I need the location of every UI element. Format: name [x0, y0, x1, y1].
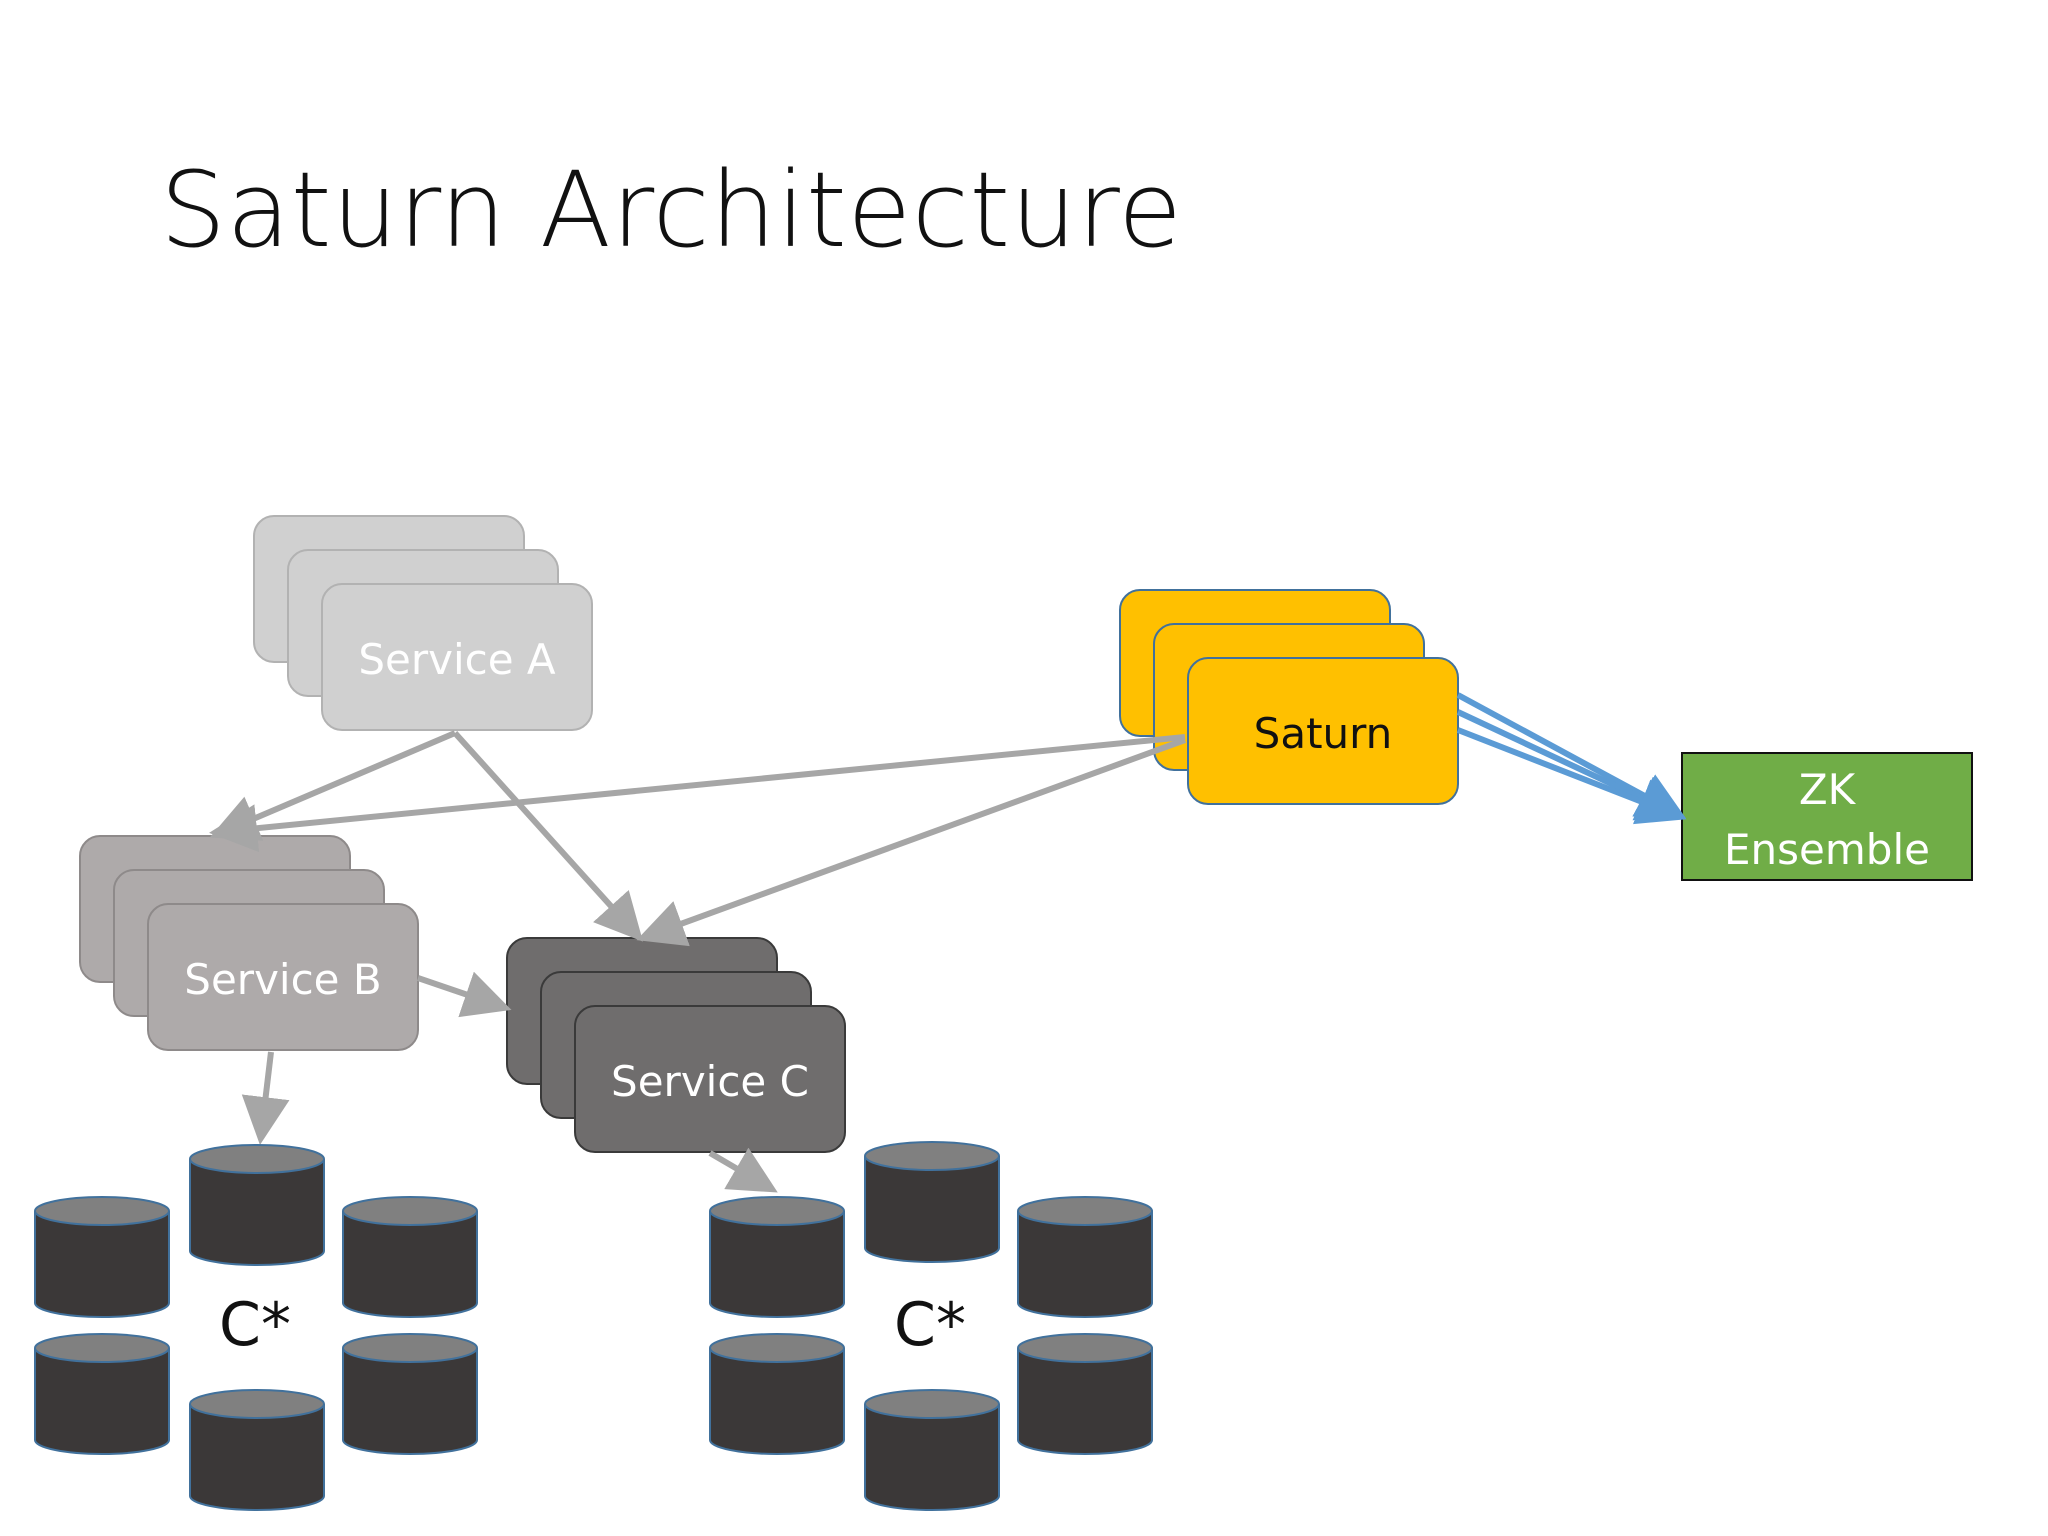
database-icon: [34, 1333, 170, 1455]
database-icon: [709, 1196, 845, 1318]
database-icon: [342, 1196, 478, 1318]
zk-ensemble-rect: [1681, 752, 1973, 881]
cassandra-cluster-right: C*: [709, 1141, 1153, 1511]
service-c-card-front: [574, 1005, 846, 1153]
service-a-card-front: [321, 583, 593, 731]
saturn-stack: Saturn: [1119, 589, 1459, 805]
gray-arrows: [209, 730, 1187, 1193]
arrow-saturn-to-zk-2: [1456, 709, 1687, 821]
database-icon: [34, 1196, 170, 1318]
saturn-label: Saturn: [1254, 709, 1393, 758]
database-icon: [864, 1141, 1000, 1263]
service-a-label: Service A: [358, 635, 556, 684]
database-icon: [709, 1333, 845, 1455]
database-icon: [342, 1333, 478, 1455]
service-c-label: Service C: [611, 1057, 809, 1106]
service-a-stack: Service A: [253, 515, 593, 731]
slide-title: Saturn Architecture: [160, 149, 1183, 271]
arrow-service-c-to-right-cluster: [708, 1147, 778, 1193]
database-icon: [1017, 1333, 1153, 1455]
cassandra-cluster-left: C*: [34, 1144, 478, 1511]
zk-label-line1: ZK: [1799, 765, 1857, 814]
service-b-label: Service B: [184, 955, 381, 1004]
cluster-right-label: C*: [894, 1290, 966, 1360]
database-icon: [1017, 1196, 1153, 1318]
arrow-saturn-to-service-c: [636, 737, 1187, 947]
blue-arrows: [1456, 692, 1687, 825]
arrow-saturn-to-zk-3: [1456, 727, 1687, 825]
arrow-saturn-to-zk-1: [1456, 692, 1686, 819]
service-c-stack: Service C: [506, 937, 846, 1153]
zk-ensemble-box: ZK Ensemble: [1681, 752, 1973, 881]
cluster-left-label: C*: [219, 1290, 291, 1360]
arrow-saturn-to-service-b: [209, 734, 1186, 853]
database-icon: [864, 1389, 1000, 1511]
database-icon: [189, 1144, 325, 1266]
database-icon: [189, 1389, 325, 1511]
arrow-service-a-to-service-c: [452, 730, 644, 942]
service-b-card-front: [147, 903, 419, 1051]
arrow-service-b-to-left-cluster: [241, 1051, 290, 1145]
arrow-service-b-to-service-c: [417, 971, 512, 1018]
zk-label-line2: Ensemble: [1724, 825, 1930, 874]
service-b-stack: Service B: [79, 835, 419, 1051]
